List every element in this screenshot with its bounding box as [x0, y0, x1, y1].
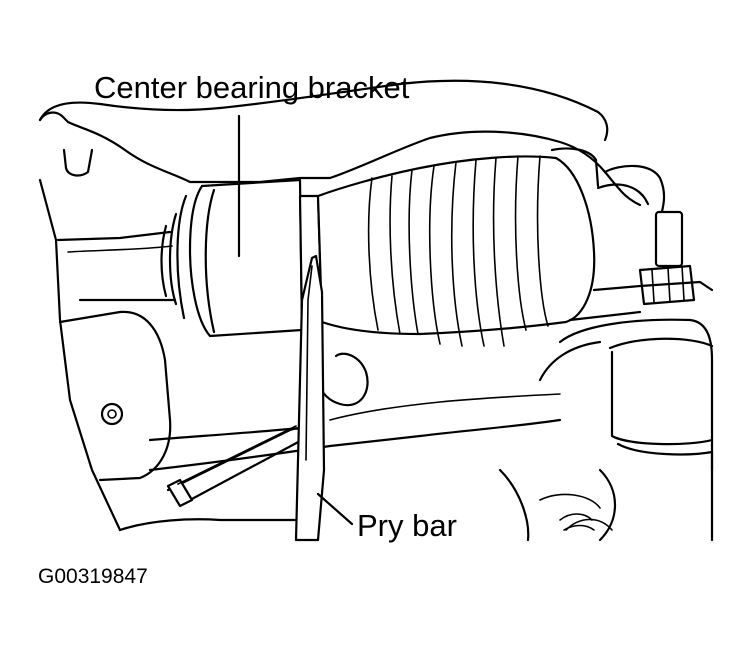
rubber-boot [316, 155, 596, 336]
bracket-flange-4 [204, 188, 216, 334]
lower-plate [118, 518, 302, 532]
housing-band [616, 442, 714, 472]
leader-pry-bar [316, 492, 354, 526]
pry-bar [294, 254, 326, 542]
boot-rib-2 [389, 175, 401, 335]
housing-right [558, 318, 714, 542]
strut-edge [177, 425, 297, 485]
lower-plate-3 [539, 493, 601, 509]
label-center-bearing-bracket: Center bearing bracket [94, 70, 410, 105]
underbody-3 [329, 393, 561, 421]
pry-bar-highlight [305, 265, 313, 461]
mount-bolt [100, 402, 124, 426]
boot-rib-4 [428, 165, 441, 345]
crossmember-lower [568, 310, 642, 322]
housing-inner [538, 340, 602, 382]
center-bearing-bracket [188, 178, 304, 338]
housing-cylinder [608, 337, 714, 350]
line-tube [603, 164, 666, 222]
bracket-flange-3 [160, 224, 168, 298]
strut-end [166, 478, 194, 508]
bracket-flange-2 [168, 212, 178, 306]
line-tube-2 [596, 183, 650, 206]
frame-rail-top [56, 230, 172, 242]
bracket-right [550, 147, 600, 188]
lower-plate-2 [498, 468, 530, 542]
frame-member-left [38, 178, 122, 532]
frame-rail-edge [67, 245, 173, 253]
boot-rib-7 [492, 157, 505, 347]
fitting [654, 210, 684, 268]
chassis-rim [38, 79, 609, 142]
boot-rib-5 [450, 161, 463, 347]
boot-rib-6 [472, 159, 485, 347]
boot-rib-8 [514, 155, 527, 331]
bolt-curves [559, 513, 595, 531]
figure-id: G00319847 [38, 565, 148, 588]
crossmember [592, 280, 714, 292]
underbody-1 [148, 426, 302, 442]
housing-cylinder-base [610, 350, 714, 446]
boot-rib-1 [367, 177, 379, 331]
chassis-outline [38, 111, 642, 207]
housing-lower [598, 468, 617, 542]
bracket-tab [62, 148, 94, 177]
label-pry-bar: Pry bar [357, 508, 457, 543]
mount-plate [58, 310, 172, 482]
bracket-flange-1 [176, 194, 188, 320]
boot-rib-9 [536, 155, 549, 327]
housing-foot [565, 518, 613, 531]
underbody-2 [148, 418, 562, 472]
boot-rib-3 [408, 169, 419, 335]
